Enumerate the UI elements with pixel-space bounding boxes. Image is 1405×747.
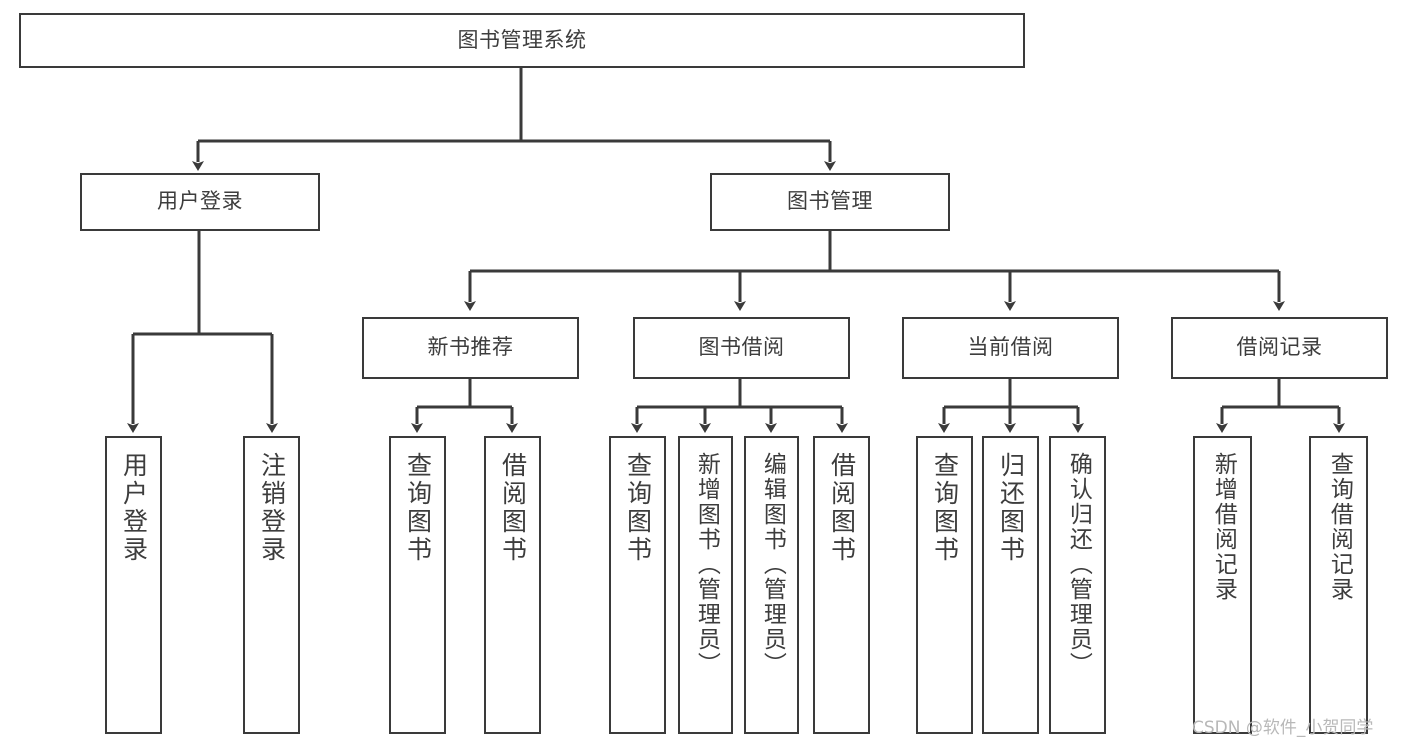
node-leaf-query-book-1[interactable]: 查询图书 [389,436,446,734]
node-leaf-logout-login[interactable]: 注销登录 [243,436,300,734]
node-root[interactable]: 图书管理系统 [19,13,1025,68]
node-leaf-return-book-label: 归还图书 [996,452,1026,564]
node-leaf-add-book[interactable]: 新增图书（管理员） [678,436,733,734]
node-leaf-user-login-label: 用户登录 [119,452,149,564]
node-leaf-add-book-label: 新增图书（管理员） [693,452,720,677]
node-user-login[interactable]: 用户登录 [80,173,320,231]
node-leaf-user-login[interactable]: 用户登录 [105,436,162,734]
node-leaf-return-book[interactable]: 归还图书 [982,436,1039,734]
node-user-login-label: 用户登录 [157,189,243,214]
node-leaf-borrow-book-2-label: 借阅图书 [827,452,857,564]
node-leaf-add-record-label: 新增借阅记录 [1210,452,1237,602]
node-leaf-borrow-book-1-label: 借阅图书 [498,452,528,564]
node-leaf-query-book-3-label: 查询图书 [930,452,960,564]
node-leaf-confirm-return[interactable]: 确认归还（管理员） [1049,436,1106,734]
node-new-book-recommend[interactable]: 新书推荐 [362,317,579,379]
node-book-borrow-label: 图书借阅 [698,335,785,360]
node-leaf-query-record[interactable]: 查询借阅记录 [1309,436,1368,734]
csdn-watermark: CSDN @软件_小贺同学 [1192,718,1374,738]
node-book-manage-label: 图书管理 [787,189,873,214]
node-borrow-record[interactable]: 借阅记录 [1171,317,1388,379]
node-leaf-query-record-label: 查询借阅记录 [1326,452,1353,602]
node-leaf-edit-book-label: 编辑图书（管理员） [759,452,786,677]
node-leaf-add-record[interactable]: 新增借阅记录 [1193,436,1252,734]
node-borrow-record-label: 借阅记录 [1236,335,1323,360]
node-leaf-query-book-3[interactable]: 查询图书 [916,436,973,734]
node-leaf-logout-login-label: 注销登录 [257,452,287,564]
node-leaf-confirm-return-label: 确认归还（管理员） [1065,452,1092,677]
node-current-borrow[interactable]: 当前借阅 [902,317,1119,379]
node-leaf-query-book-2[interactable]: 查询图书 [609,436,666,734]
node-leaf-edit-book[interactable]: 编辑图书（管理员） [744,436,799,734]
node-new-book-recommend-label: 新书推荐 [427,335,514,360]
node-book-manage[interactable]: 图书管理 [710,173,950,231]
node-leaf-borrow-book-2[interactable]: 借阅图书 [813,436,870,734]
node-leaf-query-book-2-label: 查询图书 [623,452,653,564]
node-root-label: 图书管理系统 [457,27,587,52]
node-leaf-borrow-book-1[interactable]: 借阅图书 [484,436,541,734]
node-book-borrow[interactable]: 图书借阅 [633,317,850,379]
node-current-borrow-label: 当前借阅 [967,335,1054,360]
node-leaf-query-book-1-label: 查询图书 [403,452,433,564]
